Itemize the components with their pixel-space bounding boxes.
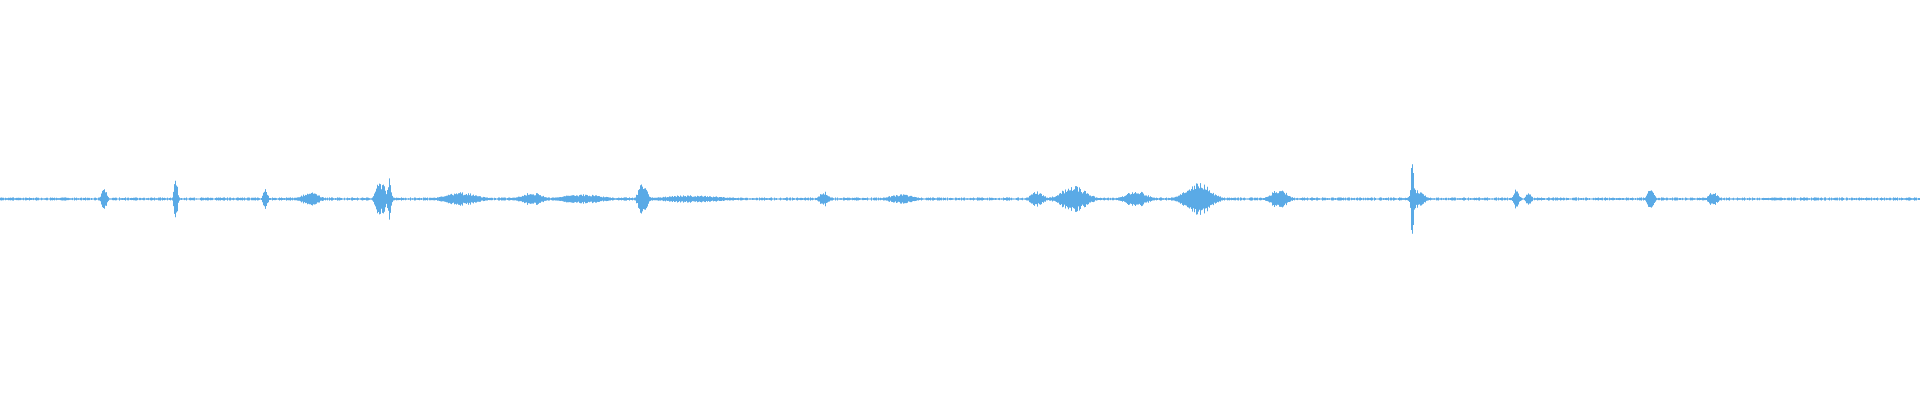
waveform-samples [0,164,1920,234]
waveform-path [0,164,1920,234]
